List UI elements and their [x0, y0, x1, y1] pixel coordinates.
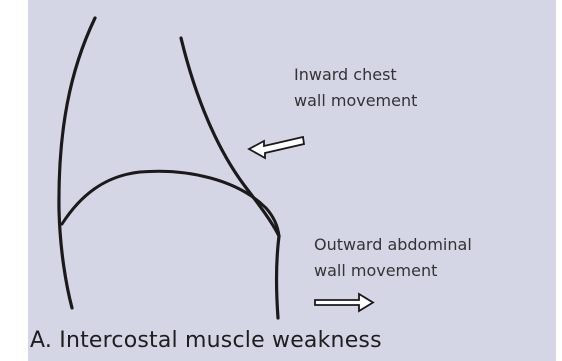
- inward-chest-label-line1: Inward chest: [294, 62, 417, 88]
- outward-abdominal-label-line1: Outward abdominal: [314, 232, 472, 258]
- figure-caption: A. Intercostal muscle weakness: [30, 326, 382, 356]
- outward-abdominal-label-line2: wall movement: [314, 258, 472, 284]
- outward-abdominal-arrow: [315, 294, 373, 311]
- left-body-outline: [59, 18, 95, 308]
- right-abdominal-wall-outline: [277, 236, 279, 318]
- diaphragm-outline: [62, 171, 279, 236]
- inward-chest-label-line2: wall movement: [294, 88, 417, 114]
- inward-chest-label: Inward chest wall movement: [294, 62, 417, 114]
- diagram-panel: Inward chest wall movement Outward abdom…: [28, 0, 556, 361]
- inward-chest-arrow: [249, 137, 304, 158]
- outward-abdominal-label: Outward abdominal wall movement: [314, 232, 472, 284]
- body-outline-diagram: [28, 0, 556, 361]
